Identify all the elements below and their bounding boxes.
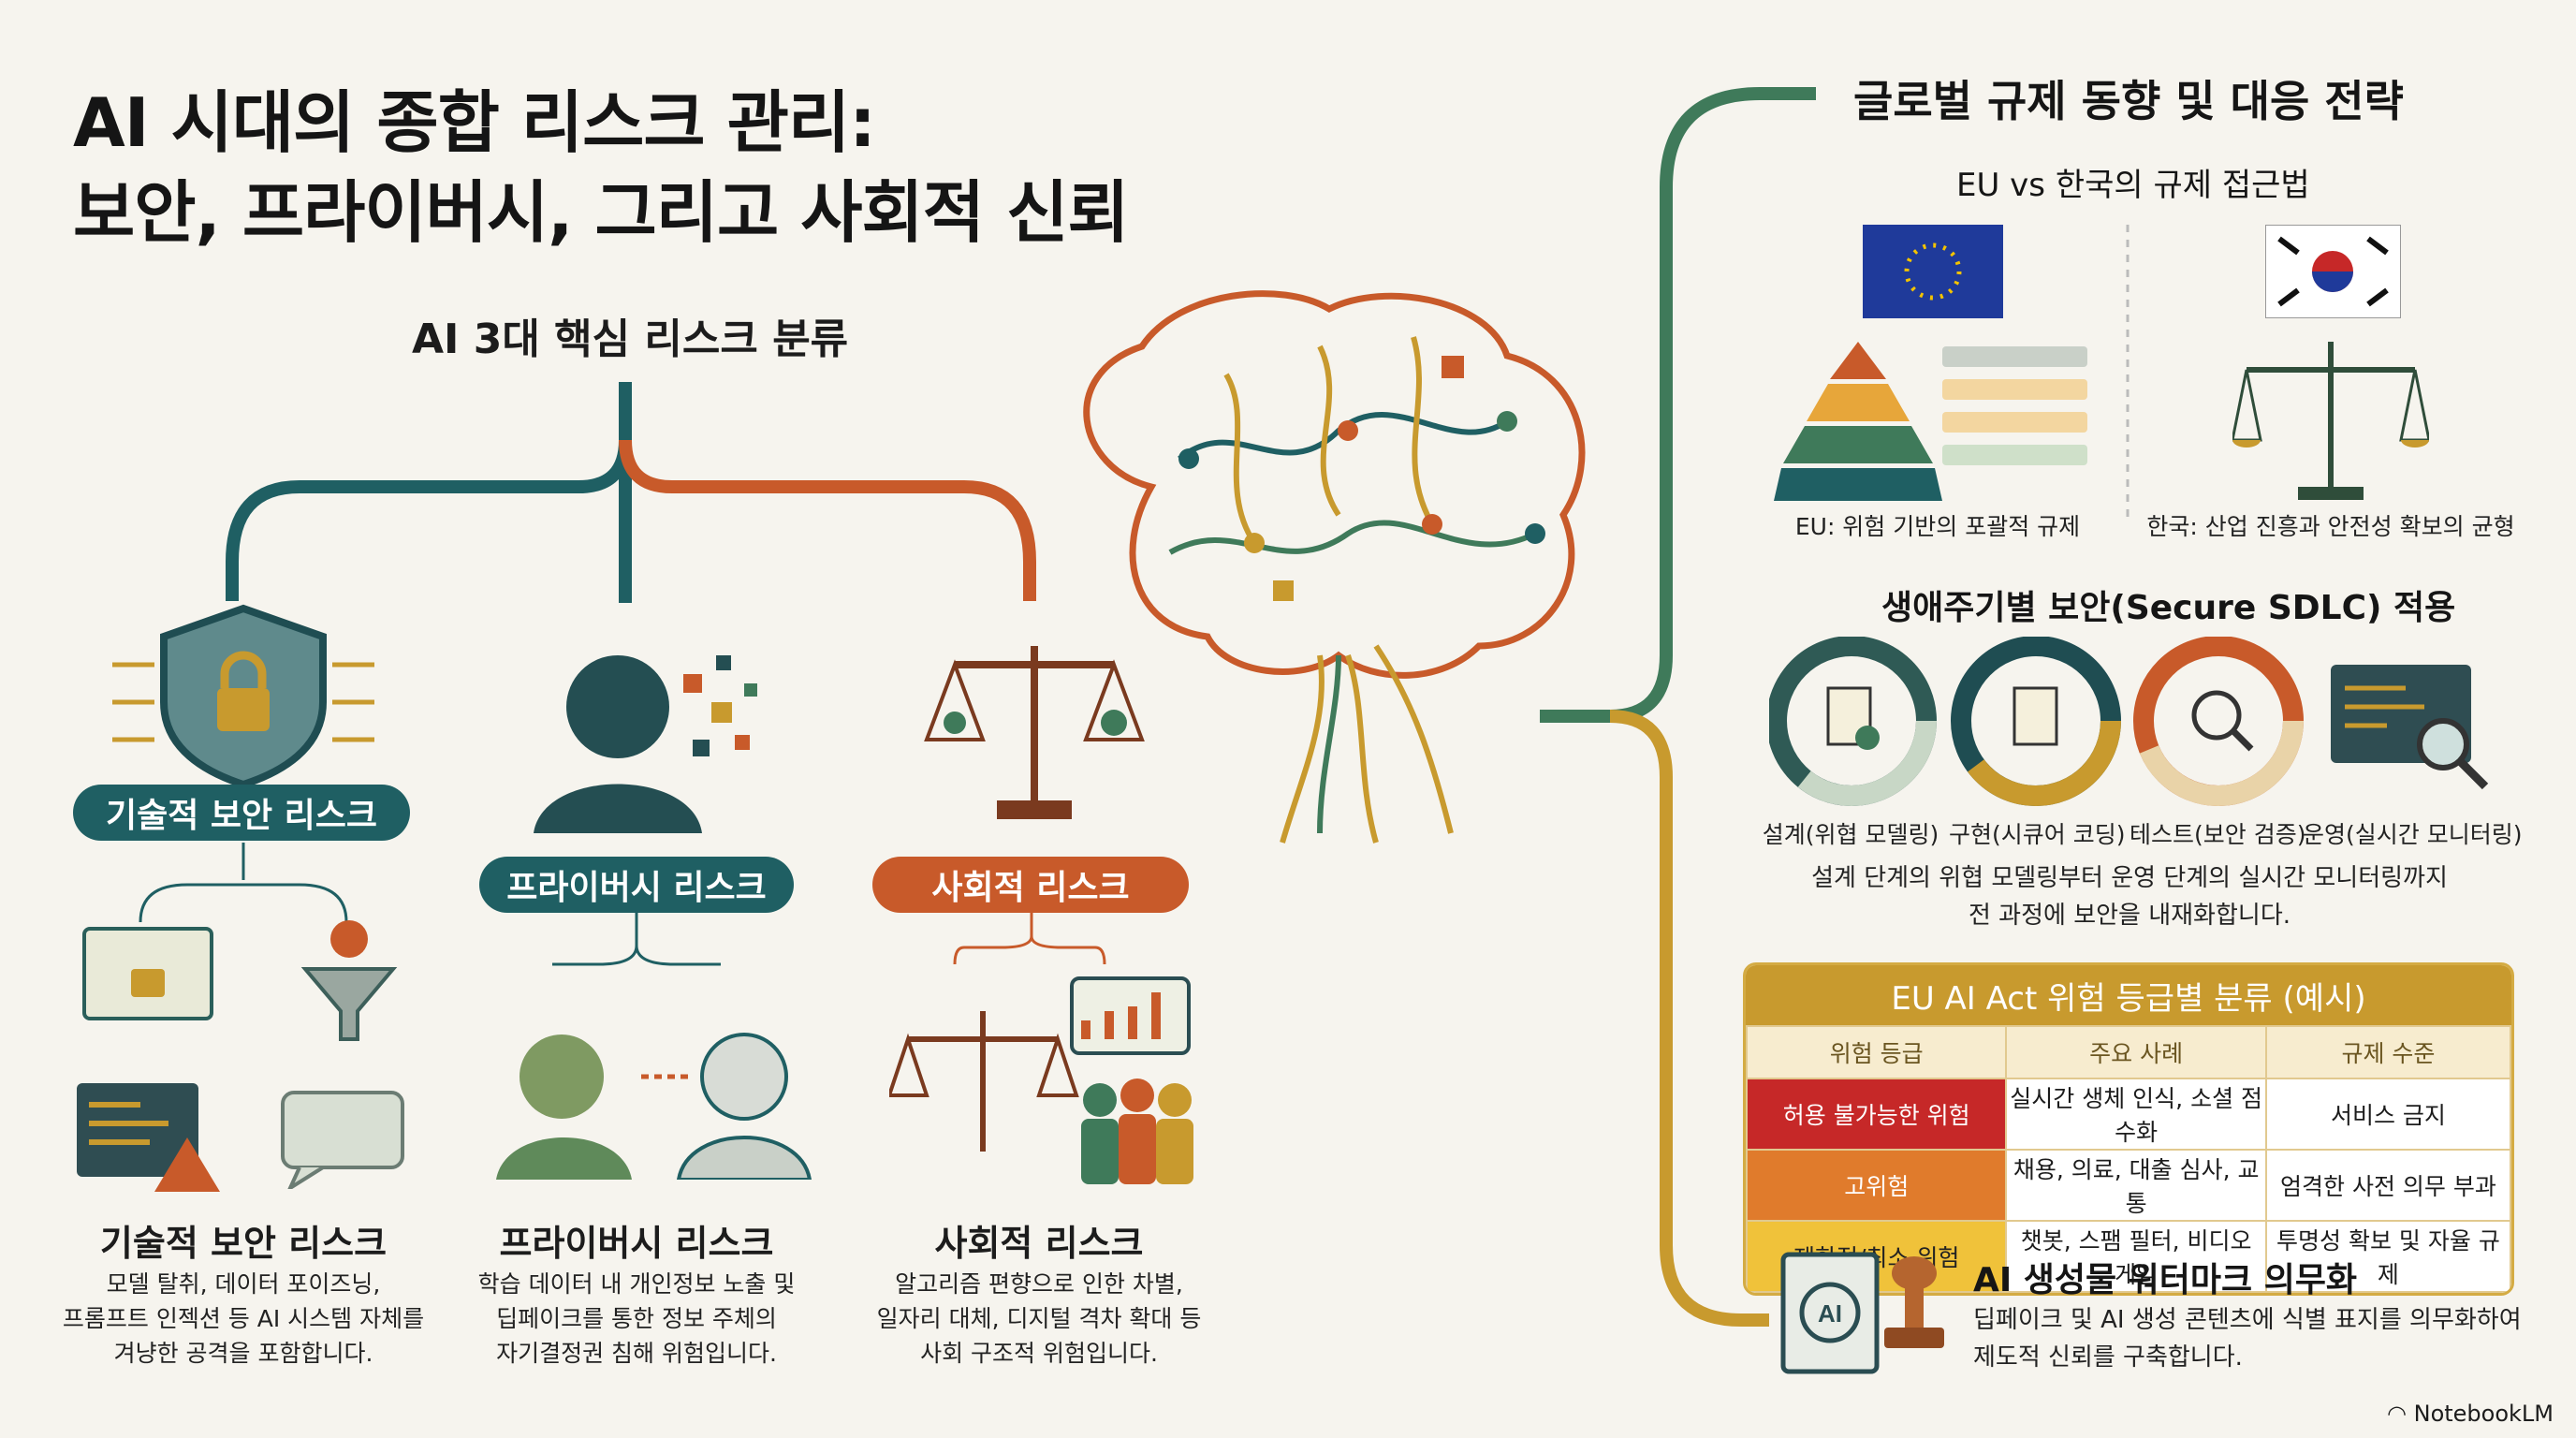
table-row: 허용 불가능한 위험 실시간 생체 인식, 소셜 점수화 서비스 금지 xyxy=(1746,1078,2511,1151)
connector-social xyxy=(619,439,1036,601)
brace-gold xyxy=(1609,710,1769,1327)
sdlc-stage-implement: 구현(시큐어 코딩) xyxy=(1949,821,2126,848)
risk-title-social: 사회적 리스크 xyxy=(934,1223,1144,1264)
notebooklm-icon: ◠ xyxy=(2387,1401,2414,1427)
sdlc-title: 생애주기별 보안(Secure SDLC) 적용 xyxy=(1881,589,2456,627)
scale-icon xyxy=(924,646,1145,819)
sdlc-stage-icons xyxy=(1769,637,2489,806)
watermark-title: AI 생성물 워터마크 의무화 xyxy=(1973,1261,2358,1299)
sdlc-stage-design: 설계(위협 모델링) xyxy=(1762,821,1939,848)
table-header-level: 위험 등급 xyxy=(1746,1025,2008,1079)
kr-flag-icon xyxy=(2265,225,2401,318)
risk-title-tech: 기술적 보안 리스크 xyxy=(99,1223,388,1264)
page-title-line2: 보안, 프라이버시, 그리고 사회적 신뢰 xyxy=(73,173,1130,252)
browser-lock-icon xyxy=(82,927,213,1020)
shield-lock-icon xyxy=(112,604,374,786)
poison-funnel-icon xyxy=(300,920,398,1041)
brand-label: ◠ NotebookLM xyxy=(2387,1401,2554,1427)
table-row: 고위험 채용, 의료, 대출 심사, 교통 엄격한 사전 의무 부과 xyxy=(1746,1149,2511,1222)
table-title: EU AI Act 위험 등급별 분류 (예시) xyxy=(1746,965,2511,1025)
eu-caption: EU: 위험 기반의 포괄적 규제 xyxy=(1794,513,2081,540)
eu-flag-icon xyxy=(1863,225,2003,318)
eu-ai-act-table: EU AI Act 위험 등급별 분류 (예시) 위험 등급 주요 사례 규제 … xyxy=(1743,962,2514,1296)
ai-stamp-icon: AI xyxy=(1780,1252,1944,1374)
ai-stamp-label: AI xyxy=(1818,1299,1842,1328)
brace-green xyxy=(1540,87,1816,723)
table-header-regulation: 규제 수준 xyxy=(2264,1025,2511,1079)
risk-section-title: AI 3대 핵심 리스크 분류 xyxy=(412,315,849,363)
kr-caption: 한국: 산업 진흥과 안전성 확보의 균형 xyxy=(2146,513,2515,540)
eu-pyramid-icon xyxy=(1774,342,2087,501)
page-title-line1: AI 시대의 종합 리스크 관리: xyxy=(73,83,876,162)
compare-title: EU vs 한국의 규제 접근법 xyxy=(1956,167,2310,204)
sdlc-stage-test: 테스트(보안 검증) xyxy=(2130,821,2306,848)
kr-balance-scale-icon xyxy=(2232,342,2429,500)
chat-bubble-icon xyxy=(281,1091,404,1189)
table-header-example: 주요 사례 xyxy=(2005,1025,2267,1079)
bias-scale-people-icon xyxy=(889,976,1193,1184)
face-pixels-icon xyxy=(534,655,757,833)
brain-circuit-icon xyxy=(1083,290,1586,844)
connector-tech xyxy=(226,382,632,601)
pill-social: 사회적 리스크 xyxy=(872,857,1189,913)
pill-tech-security: 기술적 보안 리스크 xyxy=(73,785,410,841)
pill-privacy: 프라이버시 리스크 xyxy=(479,857,794,913)
code-warning-icon xyxy=(77,1083,220,1192)
deepfake-face-icon xyxy=(496,1033,812,1180)
risk-title-privacy: 프라이버시 리스크 xyxy=(499,1223,774,1264)
sdlc-stage-operate: 운영(실시간 모니터링) xyxy=(2303,821,2523,848)
global-title: 글로벌 규제 동향 및 대응 전략 xyxy=(1853,76,2404,126)
